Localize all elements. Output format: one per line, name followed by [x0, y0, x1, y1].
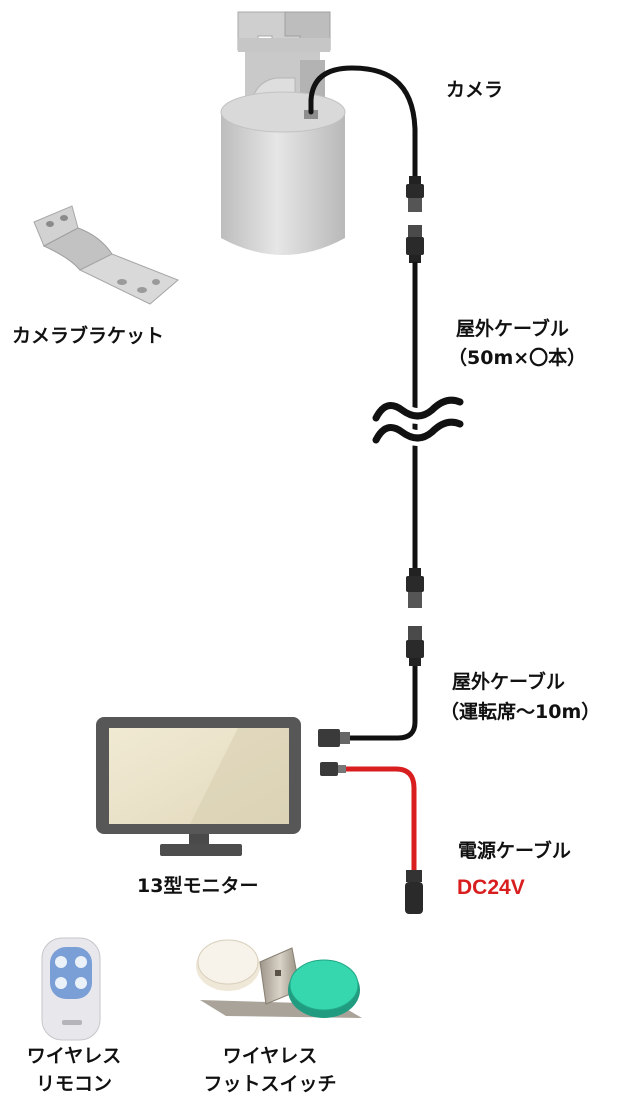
voltage-label: DC24V	[457, 876, 525, 899]
outdoor-cable-1-spec: （50m×〇本）	[448, 347, 587, 369]
connector-male-top	[406, 176, 424, 212]
footswitch-label-line2: フットスイッチ	[203, 1073, 337, 1095]
outdoor-cable-2	[348, 666, 418, 741]
bracket-icon	[33, 205, 179, 305]
monitor-icon	[96, 717, 301, 856]
footswitch-icon	[196, 939, 362, 1018]
remote-control-icon	[41, 937, 101, 1041]
power-cable-label: 電源ケーブル	[458, 840, 571, 862]
footswitch-label-line1: ワイヤレス	[222, 1045, 318, 1067]
monitor-connector-red	[320, 762, 346, 776]
connector-male-middle	[406, 568, 424, 608]
monitor-label: 13型モニター	[137, 875, 259, 897]
power-cable	[340, 766, 417, 870]
monitor-connector-black	[318, 729, 350, 747]
camera-label: カメラ	[446, 79, 504, 101]
connector-female-middle	[406, 626, 424, 666]
camera-icon	[220, 11, 346, 255]
power-plug-icon	[405, 870, 423, 914]
outdoor-cable-2-spec: （運転席〜10m）	[440, 701, 601, 723]
remote-label-line1: ワイヤレス	[26, 1045, 122, 1067]
cable-break-icon	[368, 392, 468, 448]
remote-label-line2: リモコン	[35, 1073, 112, 1095]
outdoor-cable-1-label: 屋外ケーブル	[456, 318, 569, 340]
connector-female-top	[406, 225, 424, 263]
camera-bracket-label: カメラブラケット	[12, 325, 165, 347]
outdoor-cable-2-label: 屋外ケーブル	[452, 671, 565, 693]
camera-cable	[308, 65, 418, 181]
